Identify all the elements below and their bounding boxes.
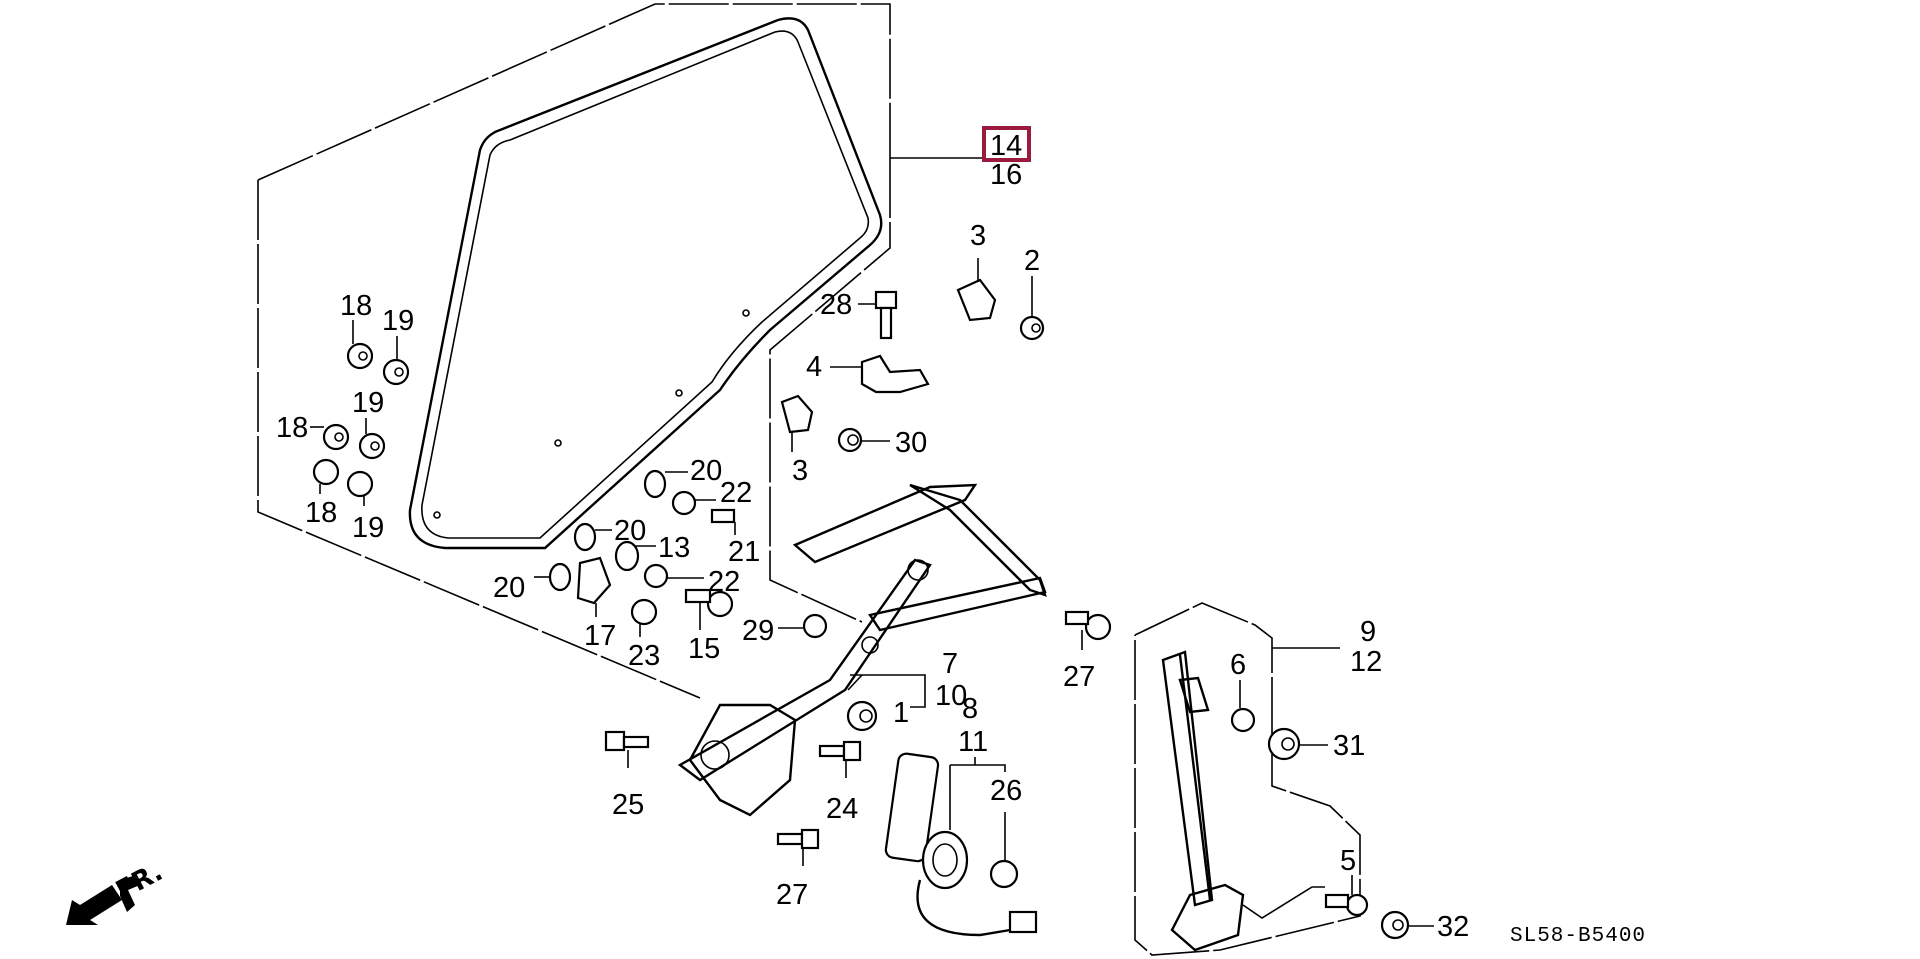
part-3-upper[interactable]: [956, 258, 997, 322]
callout-18-c[interactable]: 18: [305, 497, 337, 529]
part-19-c[interactable]: [346, 470, 374, 506]
callout-25[interactable]: 25: [612, 789, 644, 821]
callout-4[interactable]: 4: [806, 351, 822, 383]
callout-7[interactable]: 7: [942, 648, 958, 680]
part-15-bolt[interactable]: [684, 588, 734, 630]
callout-20-a[interactable]: 20: [690, 455, 722, 487]
leader-11: [950, 764, 1006, 772]
part-20-a[interactable]: [643, 469, 688, 499]
diagram-code-label: SL58-B5400: [1510, 925, 1646, 948]
part-22-a[interactable]: [671, 490, 716, 516]
part-20-c[interactable]: [534, 562, 572, 592]
part-31-nut[interactable]: [1267, 727, 1328, 761]
part-21-bolt[interactable]: [710, 508, 736, 535]
callout-29[interactable]: 29: [742, 615, 774, 647]
part-1[interactable]: [846, 700, 878, 732]
part-4-bracket[interactable]: [830, 354, 930, 394]
front-direction-arrow-icon: [66, 875, 140, 925]
window-channel[interactable]: [1161, 650, 1325, 952]
channel-group-outline: [1134, 602, 1361, 956]
callout-9[interactable]: 9: [1360, 616, 1376, 648]
leader-7-10-1: [847, 674, 926, 708]
part-22-b[interactable]: [643, 563, 704, 589]
part-18-b[interactable]: [310, 423, 350, 451]
part-28-bolt[interactable]: [858, 290, 898, 340]
callout-21[interactable]: 21: [728, 536, 760, 568]
callout-1[interactable]: 1: [893, 697, 909, 729]
part-27-lower-bolt[interactable]: [776, 828, 820, 866]
part-19-a[interactable]: [382, 336, 410, 386]
part-2[interactable]: [1019, 276, 1045, 341]
callout-12[interactable]: 12: [1350, 646, 1382, 678]
callout-8[interactable]: 8: [962, 693, 978, 725]
part-32-nut[interactable]: [1380, 910, 1434, 940]
part-25-bolt[interactable]: [604, 730, 650, 768]
callout-32[interactable]: 32: [1437, 911, 1469, 943]
part-20-b[interactable]: [573, 522, 612, 552]
highlight-box: [982, 126, 1031, 162]
part-18-a[interactable]: [346, 320, 374, 370]
part-17-clip[interactable]: [576, 556, 612, 617]
callout-11[interactable]: 11: [958, 726, 988, 758]
callout-19-b[interactable]: 19: [352, 387, 384, 419]
callout-26[interactable]: 26: [990, 775, 1022, 807]
part-30-nut[interactable]: [837, 427, 890, 453]
part-23-bolt[interactable]: [630, 598, 658, 637]
callout-20-c[interactable]: 20: [493, 572, 525, 604]
callout-24[interactable]: 24: [826, 793, 858, 825]
part-3-lower[interactable]: [780, 394, 814, 452]
glass-group-outline: [257, 3, 985, 699]
callout-18-a[interactable]: 18: [340, 290, 372, 322]
callout-14[interactable]: 14: [990, 130, 1022, 162]
callout-16[interactable]: 16: [990, 159, 1022, 191]
callout-19-a[interactable]: 19: [382, 305, 414, 337]
part-24-bolt[interactable]: [818, 740, 862, 778]
callout-10[interactable]: 10: [935, 680, 967, 712]
callout-5[interactable]: 5: [1340, 845, 1356, 877]
part-5-bolt[interactable]: [1324, 875, 1369, 917]
callout-18-b[interactable]: 18: [276, 412, 308, 444]
window-motor[interactable]: [884, 752, 1038, 937]
callout-2[interactable]: 2: [1024, 245, 1040, 277]
callout-15[interactable]: 15: [688, 633, 720, 665]
callout-3-upper[interactable]: 3: [970, 220, 986, 252]
callout-27-lower[interactable]: 27: [776, 879, 808, 911]
callout-28[interactable]: 28: [820, 289, 852, 321]
part-27-upper-bolt[interactable]: [1064, 610, 1112, 650]
part-6[interactable]: [1230, 680, 1256, 733]
part-13[interactable]: [614, 540, 656, 572]
callout-30[interactable]: 30: [895, 427, 927, 459]
callout-27-upper[interactable]: 27: [1063, 661, 1095, 693]
part-18-c[interactable]: [312, 458, 340, 494]
door-glass[interactable]: [408, 17, 883, 550]
part-29-bolt[interactable]: [778, 613, 828, 639]
callout-22-a[interactable]: 22: [720, 477, 752, 509]
callout-13[interactable]: 13: [658, 532, 690, 564]
callout-3-lower[interactable]: 3: [792, 455, 808, 487]
part-19-b[interactable]: [358, 418, 386, 460]
callout-19-c[interactable]: 19: [352, 512, 384, 544]
callout-17[interactable]: 17: [584, 620, 616, 652]
callout-23[interactable]: 23: [628, 640, 660, 672]
part-26[interactable]: [989, 812, 1019, 889]
callout-31[interactable]: 31: [1333, 730, 1365, 762]
window-regulator[interactable]: [677, 483, 1047, 817]
callout-6[interactable]: 6: [1230, 649, 1246, 681]
